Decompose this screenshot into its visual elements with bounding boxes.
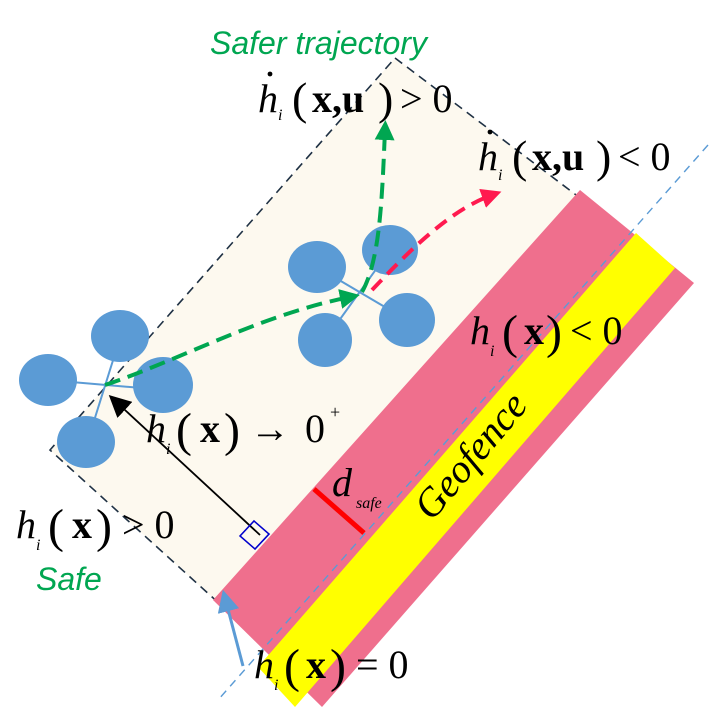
svg-text:> 0: > 0 bbox=[122, 502, 175, 547]
rotor-icon bbox=[288, 241, 346, 293]
equation-h-zero: h i ( x ) = 0 bbox=[254, 640, 409, 694]
svg-text:(: ( bbox=[292, 73, 307, 124]
rotor-icon bbox=[298, 313, 352, 367]
d-safe-marker bbox=[312, 487, 366, 535]
svg-text:(: ( bbox=[512, 131, 527, 182]
svg-text:d: d bbox=[332, 460, 353, 505]
svg-text:): ) bbox=[96, 500, 112, 553]
distance-arrow bbox=[108, 395, 261, 536]
rotor-icon bbox=[91, 310, 149, 362]
equation-h-approach: h i ( x ) → 0 + bbox=[146, 402, 340, 458]
svg-text:x: x bbox=[200, 406, 220, 451]
svg-text:x: x bbox=[72, 502, 92, 547]
svg-text:i: i bbox=[498, 167, 502, 184]
drone-initial bbox=[19, 310, 193, 468]
equation-hdot-positive: h i ( x,u ) > 0 bbox=[258, 71, 453, 124]
svg-text:x,u: x,u bbox=[532, 134, 584, 179]
svg-text:safe: safe bbox=[356, 495, 382, 512]
svg-text:h: h bbox=[478, 134, 498, 179]
svg-text:): ) bbox=[546, 306, 562, 359]
rotor-icon bbox=[379, 293, 435, 347]
rotor-icon bbox=[19, 354, 77, 406]
svg-text:i: i bbox=[166, 441, 170, 458]
equation-hdot-negative: h i ( x,u ) < 0 bbox=[478, 129, 671, 184]
boundary-pointer-arrow bbox=[217, 589, 245, 667]
svg-text:i: i bbox=[490, 343, 494, 360]
svg-text:< 0: < 0 bbox=[618, 134, 671, 179]
unsafe-trajectory-path bbox=[370, 188, 502, 292]
svg-text:x: x bbox=[306, 642, 326, 687]
path-to-current bbox=[104, 289, 360, 387]
svg-text:): ) bbox=[378, 73, 393, 124]
geofence-band bbox=[258, 233, 675, 707]
svg-text:h: h bbox=[146, 406, 166, 451]
svg-text:i: i bbox=[274, 677, 278, 694]
svg-text:): ) bbox=[596, 131, 611, 182]
safer-trajectory-path bbox=[360, 120, 395, 293]
svg-text:): ) bbox=[224, 404, 240, 457]
svg-text:h: h bbox=[258, 76, 278, 121]
svg-text:i: i bbox=[36, 537, 40, 554]
svg-text:h: h bbox=[16, 502, 36, 547]
svg-text:x,u: x,u bbox=[312, 76, 364, 121]
svg-text:h: h bbox=[254, 642, 274, 687]
safer-trajectory-label: Safer trajectory bbox=[210, 25, 429, 61]
svg-text:(: ( bbox=[48, 500, 64, 553]
svg-text:0: 0 bbox=[305, 406, 325, 451]
svg-text:): ) bbox=[330, 640, 346, 693]
svg-text:(: ( bbox=[176, 404, 192, 457]
equation-d-safe: d safe bbox=[332, 460, 382, 512]
svg-text:(: ( bbox=[284, 640, 300, 693]
right-angle-marker bbox=[238, 519, 271, 551]
svg-text:+: + bbox=[330, 402, 340, 422]
geofence-boundary-line bbox=[217, 144, 709, 701]
equation-h-negative: h i ( x ) < 0 bbox=[470, 306, 623, 360]
svg-text:x: x bbox=[524, 308, 544, 353]
svg-text:(: ( bbox=[502, 306, 518, 359]
safe-label: Safe bbox=[36, 561, 102, 597]
drone-current bbox=[288, 225, 435, 367]
equation-h-positive: h i ( x ) > 0 bbox=[16, 500, 175, 554]
svg-text:i: i bbox=[278, 107, 282, 124]
svg-text:= 0: = 0 bbox=[356, 642, 409, 687]
svg-text:h: h bbox=[470, 308, 490, 353]
svg-text:> 0: > 0 bbox=[400, 76, 453, 121]
rotor-icon bbox=[57, 416, 115, 468]
svg-text:→: → bbox=[250, 406, 290, 451]
rotor-icon bbox=[133, 357, 193, 413]
svg-text:< 0: < 0 bbox=[570, 308, 623, 353]
